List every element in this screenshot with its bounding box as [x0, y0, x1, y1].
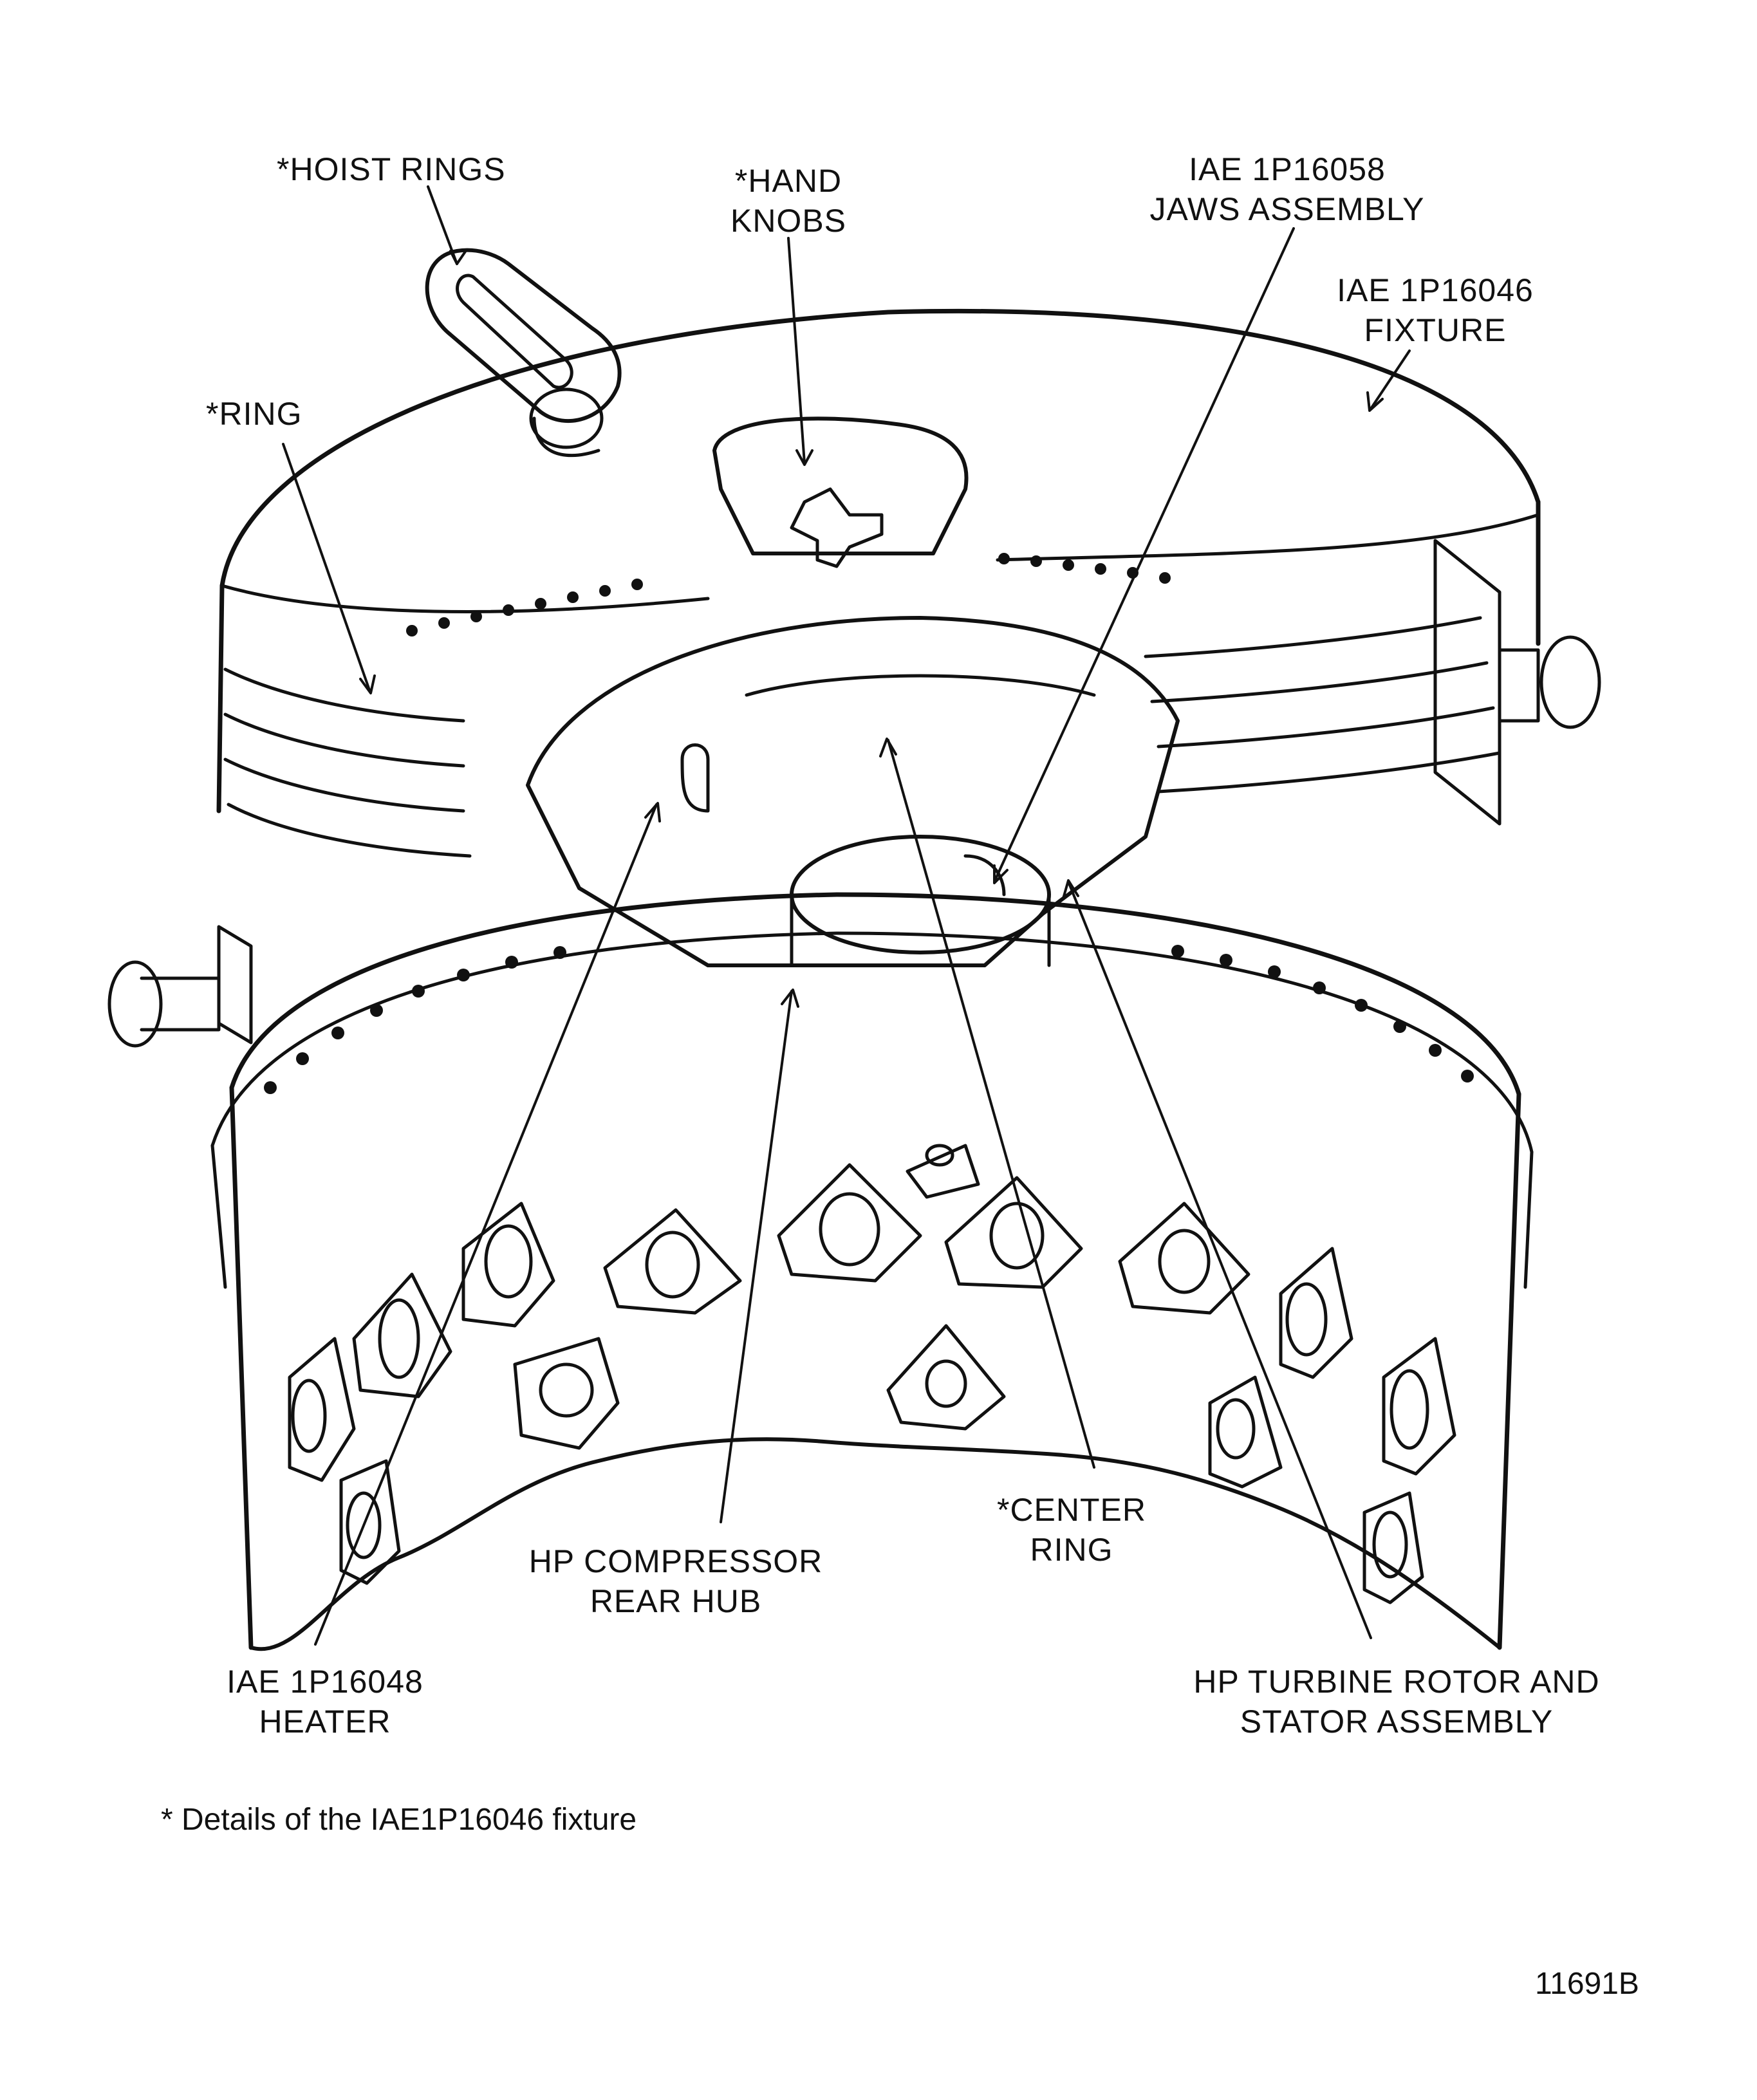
hoist-rings-label: *HOIST RINGS — [277, 149, 506, 189]
jaws-assembly-label: IAE 1P16058 JAWS ASSEMBLY — [1120, 149, 1455, 229]
fixture-label-line2: FIXTURE — [1364, 312, 1507, 348]
compressor-hub-label-line2: REAR HUB — [590, 1583, 762, 1619]
turbine-assembly-label-line1: HP TURBINE ROTOR AND — [1193, 1664, 1600, 1700]
ring-label: *RING — [206, 394, 302, 434]
ring-label-text: *RING — [206, 396, 302, 432]
case-bosses-drawing — [288, 1144, 1456, 1604]
compressor-hub-label: HP COMPRESSOR REAR HUB — [508, 1541, 843, 1621]
fixture-footnote: * Details of the IAE1P16046 fixture — [161, 1803, 637, 1837]
hand-knobs-label: *HAND KNOBS — [682, 161, 895, 241]
fixture-label-line1: IAE 1P16046 — [1337, 272, 1534, 308]
turbine-assembly-label: HP TURBINE ROTOR AND STATOR ASSEMBLY — [1152, 1662, 1641, 1742]
compressor-hub-label-line1: HP COMPRESSOR — [528, 1543, 823, 1579]
leader-lines — [282, 185, 1411, 1646]
heater-label-line2: HEATER — [259, 1704, 391, 1740]
right-side-knob-drawing — [1433, 539, 1601, 826]
hand-knob-drawing — [712, 416, 969, 568]
hoist-ring-drawing — [425, 248, 622, 458]
hoist-rings-label-text: *HOIST RINGS — [277, 151, 506, 187]
center-ring-label-line1: *CENTER — [996, 1492, 1147, 1528]
fixture-label: IAE 1P16046 FIXTURE — [1319, 270, 1551, 350]
jaws-assembly-label-line2: JAWS ASSEMBLY — [1149, 191, 1425, 227]
hand-knobs-label-line1: *HAND — [734, 163, 842, 199]
figure-id: 11691B — [1535, 1967, 1639, 2001]
heater-label-line1: IAE 1P16048 — [227, 1664, 423, 1700]
center-ring-label: *CENTER RING — [965, 1490, 1178, 1570]
hand-knobs-label-line2: KNOBS — [730, 203, 847, 239]
left-side-knob-drawing — [107, 925, 253, 1048]
heater-label: IAE 1P16048 HEATER — [200, 1662, 451, 1742]
center-ring-label-line2: RING — [1030, 1532, 1113, 1568]
turbine-case-drawing — [210, 892, 1534, 1651]
jaws-assembly-label-line1: IAE 1P16058 — [1189, 151, 1386, 187]
fixture-drum — [216, 308, 1541, 858]
turbine-assembly-label-line2: STATOR ASSEMBLY — [1240, 1704, 1554, 1740]
